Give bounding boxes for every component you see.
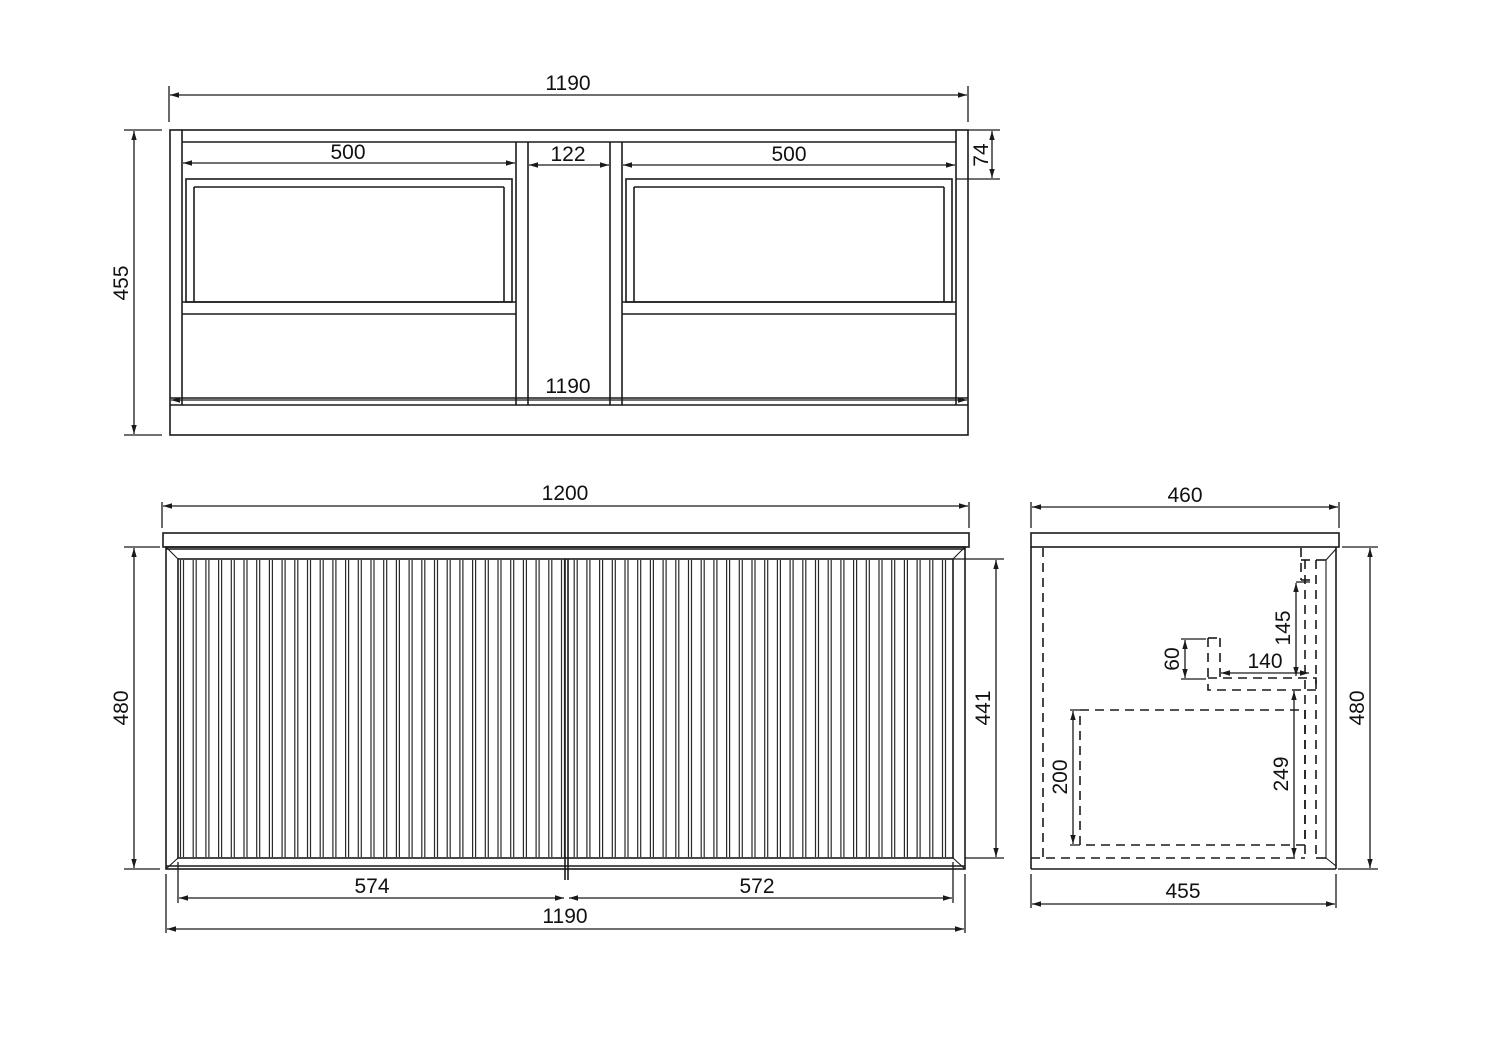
waste-offset-label: 140 bbox=[1247, 650, 1282, 673]
top-depth-dimension: 455 bbox=[110, 129, 162, 436]
front-height-label: 480 bbox=[110, 690, 133, 725]
right-door-label: 572 bbox=[739, 875, 774, 898]
right-drawer-width-label: 500 bbox=[771, 143, 806, 166]
drawer-height-label: 200 bbox=[1049, 759, 1072, 794]
top-width-dimension: 1190 bbox=[168, 72, 969, 122]
inner-width-label: 1190 bbox=[545, 375, 590, 398]
side-height-label: 480 bbox=[1346, 690, 1369, 725]
top-outer-frame bbox=[169, 129, 969, 436]
front-top-width-label: 1200 bbox=[542, 482, 589, 505]
front-view: 1200 480 441 574 572 bbox=[110, 482, 1004, 933]
side-view: 460 145 bbox=[1030, 484, 1378, 908]
door-height-label: 441 bbox=[972, 690, 995, 725]
side-countertop bbox=[1030, 532, 1340, 548]
top-right-drawer bbox=[622, 178, 956, 315]
top-rail-label: 74 bbox=[970, 143, 993, 167]
front-base-width-label: 1190 bbox=[542, 905, 587, 928]
center-gap-label: 122 bbox=[550, 143, 585, 166]
top-width-label: 1190 bbox=[545, 72, 590, 95]
left-door-label: 574 bbox=[354, 875, 389, 898]
left-drawer-width-label: 500 bbox=[330, 141, 365, 164]
front-countertop bbox=[162, 532, 970, 548]
floor-to-pipe-label: 249 bbox=[1270, 756, 1293, 791]
pipe-rise-label: 145 bbox=[1272, 610, 1295, 645]
top-left-drawer bbox=[182, 178, 516, 315]
side-top-depth-label: 460 bbox=[1167, 484, 1202, 507]
top-view: 1190 455 bbox=[110, 72, 1000, 436]
side-base-depth-label: 455 bbox=[1165, 880, 1200, 903]
waste-pipe bbox=[1207, 548, 1317, 691]
top-depth-label: 455 bbox=[110, 265, 133, 300]
waste-height-label: 60 bbox=[1161, 647, 1184, 670]
door-fluting bbox=[179, 560, 947, 857]
side-drawer-outline bbox=[1079, 709, 1306, 846]
